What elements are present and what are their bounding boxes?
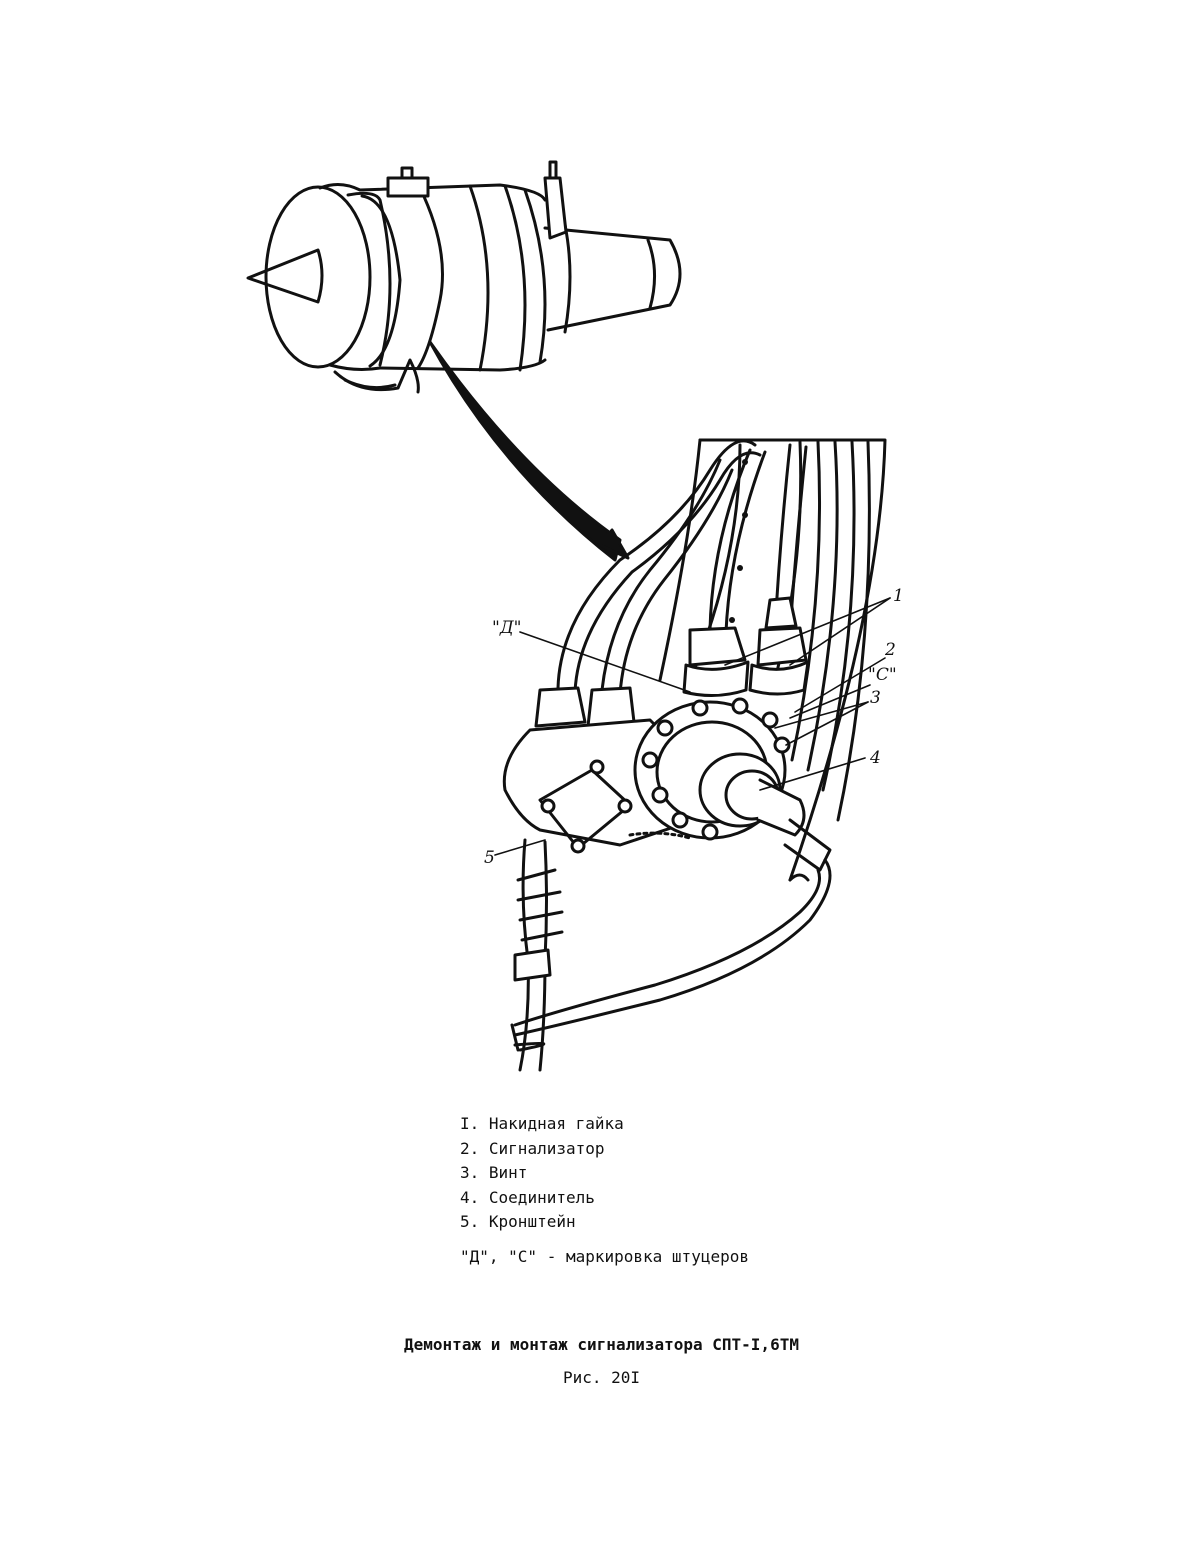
callout-d: "Д" (492, 618, 522, 638)
figure-caption: Демонтаж и монтаж сигнализатора СПТ-I,6Т… (404, 1335, 799, 1354)
callout-c: "С" (868, 665, 897, 685)
leader-2 (794, 657, 886, 713)
callout-3: 3 (870, 688, 881, 708)
cable-right (513, 858, 832, 1037)
callout-5: 5 (484, 848, 495, 868)
leader-3a (774, 701, 869, 729)
pipe-d-right (600, 458, 722, 692)
casing-panel (698, 438, 887, 882)
detail-pointer-arrow (428, 340, 622, 562)
leader-1a (724, 597, 891, 666)
legend-item: I. Накидная гайка (460, 1114, 624, 1133)
technical-illustration (246, 160, 891, 1072)
pipe-upper-1 (708, 448, 752, 632)
leader-3b (785, 701, 869, 746)
engine-nozzle (543, 226, 682, 332)
engine-mount-front (386, 176, 430, 198)
engine-overview (246, 160, 682, 394)
pipe-d-left (556, 439, 757, 690)
callout-2: 2 (885, 640, 896, 660)
engine-front-face (264, 185, 372, 369)
detail-view (502, 438, 887, 1072)
leader-4 (759, 757, 866, 791)
flange-bolts (641, 697, 791, 841)
legend: I. Накидная гайка 2. Сигнализатор 3. Вин… (460, 1112, 624, 1235)
union-nut-1a (688, 626, 747, 667)
leader-c (789, 684, 871, 719)
lockwire (628, 831, 692, 840)
engine-nose-cone (246, 248, 324, 304)
engine-mount-rear (543, 176, 568, 240)
leader-d (519, 631, 691, 693)
legend-item: 2. Сигнализатор (460, 1138, 605, 1158)
figure-number: Рис. 20I (562, 1368, 641, 1387)
leader-1b (789, 597, 891, 666)
marking-note: "Д", "С" - маркировка штуцеров (460, 1247, 749, 1266)
callout-1: 1 (893, 586, 904, 606)
legend-item: 3. Винт (460, 1163, 528, 1182)
leader-lines (494, 597, 891, 856)
legend-item: 4. Соединитель (460, 1187, 595, 1207)
callout-4: 4 (870, 748, 881, 768)
leader-5 (494, 839, 546, 856)
legend-item: 5. Кронштейн (460, 1212, 576, 1231)
